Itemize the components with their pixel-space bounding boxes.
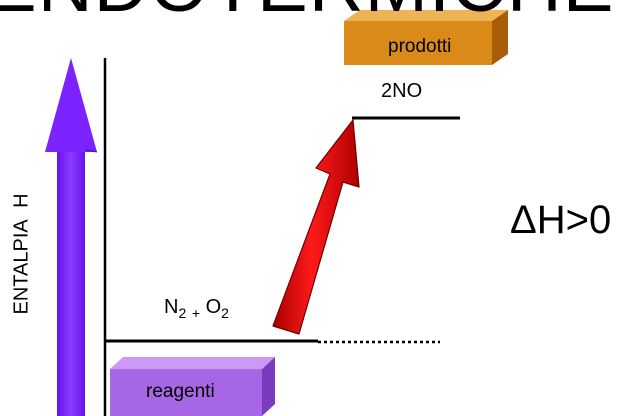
products-box-label: prodotti — [388, 36, 452, 57]
enthalpy-axis-arrow — [45, 58, 98, 416]
reactants-formula: N2 + O2 — [164, 296, 229, 321]
delta-h-label: ΔH>0 — [510, 198, 612, 242]
reactants-box — [110, 357, 275, 416]
formula-n: N — [164, 296, 179, 318]
page-title: ENDOTERMICHE — [0, 0, 614, 24]
formula-o-subscript: 2 — [221, 305, 229, 321]
products-box — [344, 10, 508, 65]
formula-plus: + — [191, 305, 200, 321]
formula-n-subscript: 2 — [178, 305, 187, 321]
reaction-arrow — [272, 119, 360, 335]
products-formula: 2NO — [381, 80, 423, 102]
y-axis-label: ENTALPIA H — [10, 193, 33, 315]
formula-o: O — [205, 296, 222, 318]
reactants-box-label: reagenti — [146, 381, 215, 402]
